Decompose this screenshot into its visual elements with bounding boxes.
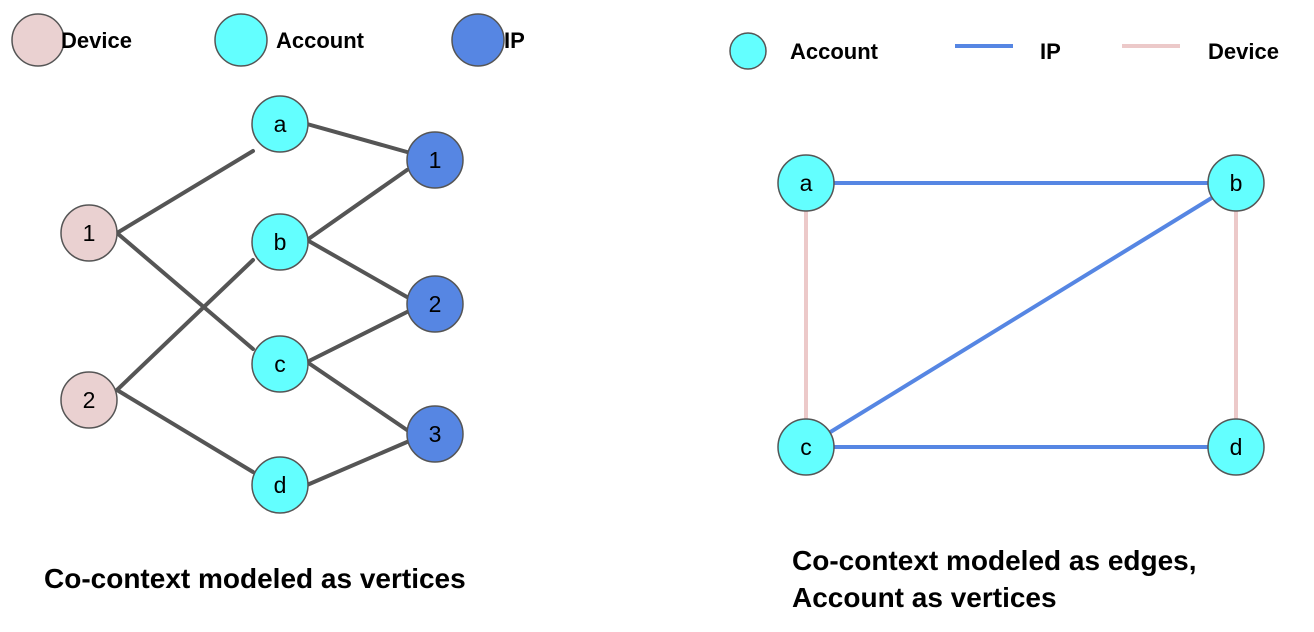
ip-node-1: 1	[406, 131, 464, 189]
right-panel: Account IP Device a	[729, 32, 1279, 613]
edge-graph-account-b-label: b	[1230, 170, 1243, 196]
left-panel: Device Account IP	[11, 13, 525, 594]
legend-item-ip-edge: IP	[955, 39, 1061, 64]
ip-node-3-label: 3	[429, 421, 442, 447]
legend-device-swatch	[11, 13, 65, 67]
edge-graph-account-a-label: a	[800, 170, 813, 196]
ip-node-3: 3	[406, 405, 464, 463]
legend-ip-edge-label: IP	[1040, 39, 1061, 64]
right-caption-line-2: Account as vertices	[792, 582, 1057, 613]
right-legend: Account IP Device	[729, 32, 1279, 70]
left-edges	[115, 122, 409, 487]
legend-item-device-edge: Device	[1122, 39, 1279, 64]
edge-graph-account-a: a	[777, 154, 835, 212]
device-node-1: 1	[60, 204, 118, 262]
left-legend: Device Account IP	[11, 13, 525, 67]
account-node-a: a	[251, 95, 309, 153]
edge-device2-account-b	[115, 258, 255, 392]
edge-account-b-ip1	[305, 168, 409, 242]
edge-ip-c-b	[804, 181, 1238, 449]
right-caption-line-1: Co-context modeled as edges,	[792, 545, 1197, 576]
edge-account-d-ip3	[305, 440, 409, 487]
ip-node-2-label: 2	[429, 291, 442, 317]
legend-ip-swatch	[451, 13, 505, 67]
edge-account-c-ip2	[305, 310, 409, 364]
edge-graph-account-c: c	[777, 418, 835, 476]
legend-account-node-swatch	[729, 32, 767, 70]
edge-account-c-ip3	[305, 360, 409, 432]
edge-graph-account-c-label: c	[800, 434, 812, 460]
account-node-a-label: a	[274, 111, 287, 137]
ip-node-1-label: 1	[429, 147, 442, 173]
device-node-2-label: 2	[83, 387, 96, 413]
right-nodes: a b c d	[777, 154, 1265, 476]
edge-account-b-ip2	[305, 238, 409, 299]
edge-graph-account-d: d	[1207, 418, 1265, 476]
legend-account-node-label: Account	[790, 39, 879, 64]
legend-device-label: Device	[61, 28, 132, 53]
legend-item-ip: IP	[451, 13, 525, 67]
account-node-d: d	[251, 456, 309, 514]
device-node-2: 2	[60, 371, 118, 429]
left-nodes: 1 2 a b c d 1	[60, 95, 464, 514]
edge-device1-account-c	[115, 231, 255, 351]
legend-item-account: Account	[214, 13, 365, 67]
edge-account-a-ip1	[305, 122, 409, 154]
edge-graph-account-d-label: d	[1230, 434, 1243, 460]
ip-node-2: 2	[406, 275, 464, 333]
edge-graph-account-b: b	[1207, 154, 1265, 212]
legend-ip-label: IP	[504, 28, 525, 53]
legend-account-swatch	[214, 13, 268, 67]
account-node-b: b	[251, 213, 309, 271]
edge-device2-account-d	[115, 388, 255, 474]
account-node-b-label: b	[274, 229, 287, 255]
legend-item-account-node: Account	[729, 32, 879, 70]
device-node-1-label: 1	[83, 220, 96, 246]
edge-device1-account-a	[115, 149, 255, 235]
legend-account-label: Account	[276, 28, 365, 53]
left-caption: Co-context modeled as vertices	[44, 563, 466, 594]
account-node-c-label: c	[274, 351, 286, 377]
account-node-c: c	[251, 335, 309, 393]
legend-device-edge-label: Device	[1208, 39, 1279, 64]
account-node-d-label: d	[274, 472, 287, 498]
right-edges	[804, 181, 1238, 449]
legend-item-device: Device	[11, 13, 132, 67]
